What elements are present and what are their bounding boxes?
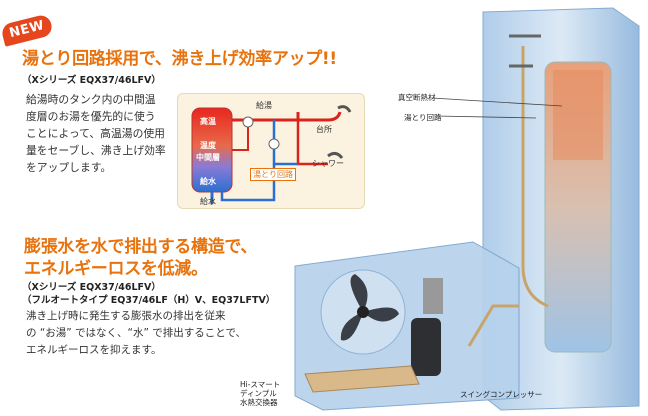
hot-water-diagram: 高温 温度 中間層 給水 給湯 台所 シャワー 湯とり回路 給水: [177, 93, 365, 209]
callout-bypass: 湯とり回路: [404, 113, 442, 122]
callout-line-insulation: [432, 97, 563, 107]
section1-subtitle: （Xシリーズ EQX37/46LFV）: [22, 75, 161, 86]
tank-label-water: 給水: [200, 177, 216, 186]
shower-label: シャワー: [312, 159, 344, 168]
section2-headline-line1: 膨張水を水で排出する構造で、: [24, 237, 258, 257]
section1-body: 給湯時のタンク内の中間温 度層のお湯を優先的に使う ことによって、高温湯の使用 …: [26, 93, 166, 174]
diagram-illustration: [191, 105, 352, 204]
new-badge-label: NEW: [7, 17, 46, 42]
hot-supply-label: 給湯: [256, 101, 272, 110]
kitchen-label: 台所: [316, 125, 332, 134]
bypass-label: 湯とり回路: [250, 168, 296, 181]
section2-body: 沸き上げ時に発生する膨張水の排出を従来 の “お湯” ではなく、“水” で排出す…: [26, 310, 247, 356]
callout-compressor: スイングコンプレッサー: [460, 390, 543, 399]
heat-exchanger-line1: Hi-スマート: [240, 380, 281, 389]
heat-pump-illustration: [294, 7, 640, 411]
heat-exchanger-line2: ディンプル: [240, 389, 277, 398]
callout-heat-exchanger: Hi-スマート ディンプル 水熱交換器: [240, 380, 280, 407]
tank-label-temp: 温度: [200, 141, 216, 150]
section2-subtitle-line1: （Xシリーズ EQX37/46LFV）: [22, 282, 161, 293]
callout-insulation: 真空断熱材: [398, 93, 436, 102]
section1-headline: 湯とり回路採用で、沸き上げ効率アップ!!: [22, 49, 337, 69]
section2-subtitle-line2: （フルオートタイプ EQ37/46LF（H）V、EQ37LFTV）: [22, 295, 276, 306]
section2-headline-line2: エネルギーロスを低減。: [24, 259, 208, 279]
water-in-label: 給水: [200, 197, 216, 206]
callout-line-bypass: [436, 115, 537, 119]
tank-label-middle: 中間層: [196, 153, 220, 162]
new-badge: NEW: [0, 13, 54, 47]
heat-exchanger-line3: 水熱交換器: [240, 398, 278, 407]
tank-label-hot: 高温: [200, 117, 216, 126]
